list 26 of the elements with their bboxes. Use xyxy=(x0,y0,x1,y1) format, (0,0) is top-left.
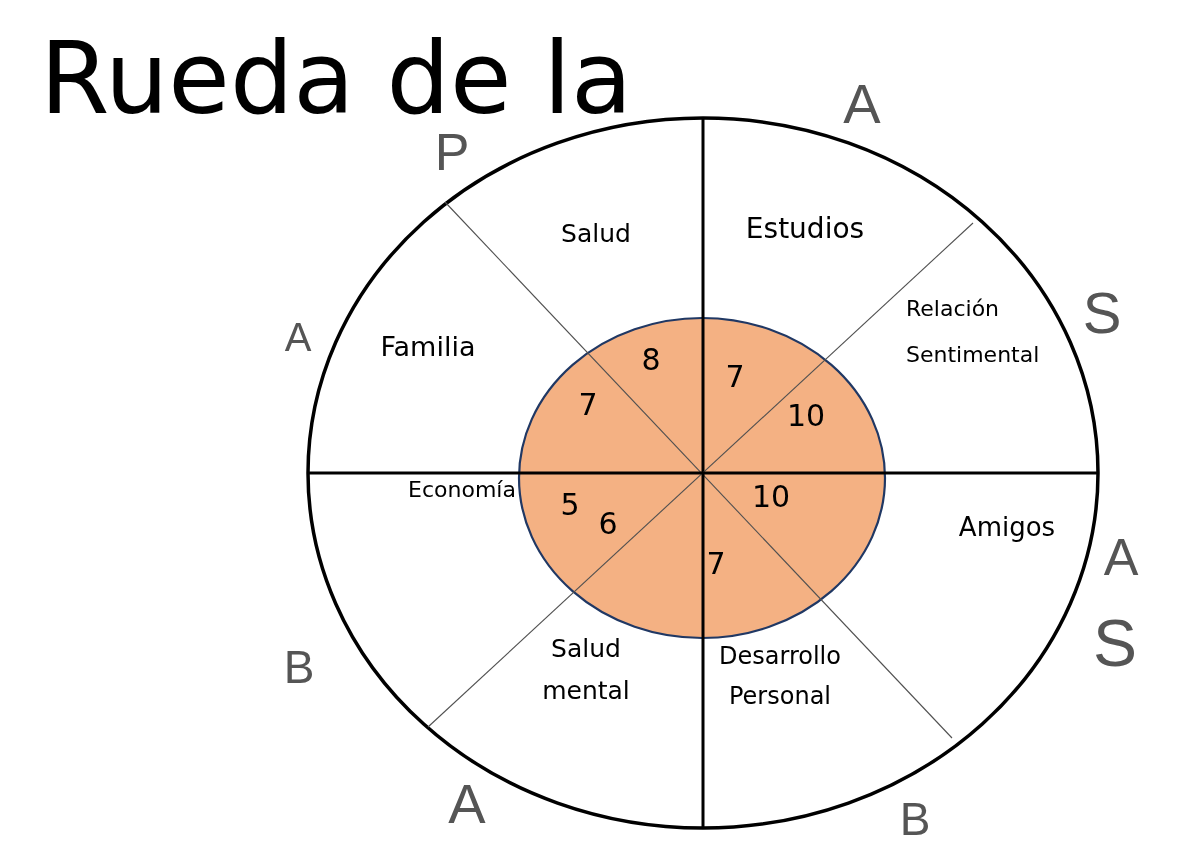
handwritten-letter: P xyxy=(434,126,470,178)
sector-label: Amigos xyxy=(958,513,1056,543)
score-value: 5 xyxy=(560,487,580,523)
sector-label: Relación Sentimental xyxy=(906,295,1041,369)
handwritten-letter: A xyxy=(448,776,486,832)
sector-label: Salud xyxy=(561,219,631,249)
handwritten-letter: A xyxy=(843,76,881,132)
score-value: 7 xyxy=(578,387,598,423)
score-value: 6 xyxy=(598,506,618,542)
handwritten-letter: S xyxy=(1082,284,1122,342)
score-value: 10 xyxy=(786,398,826,434)
sector-label: Familia xyxy=(380,331,476,363)
handwritten-letter: B xyxy=(283,644,315,690)
score-value: 7 xyxy=(706,546,726,582)
handwritten-letter: B xyxy=(899,796,931,842)
score-value: 10 xyxy=(751,479,791,515)
handwritten-letter: A xyxy=(284,317,312,357)
handwritten-letter: A xyxy=(1103,531,1139,583)
title: Rueda de la xyxy=(40,38,633,120)
score-value: 7 xyxy=(725,359,745,395)
sector-label: Estudios xyxy=(745,212,865,246)
sector-label: Desarrollo Personal xyxy=(718,641,842,712)
score-value: 8 xyxy=(641,342,661,378)
sector-label: Salud mental xyxy=(541,633,631,707)
handwritten-letter: S xyxy=(1093,610,1137,676)
sector-label: Economía xyxy=(408,477,516,503)
